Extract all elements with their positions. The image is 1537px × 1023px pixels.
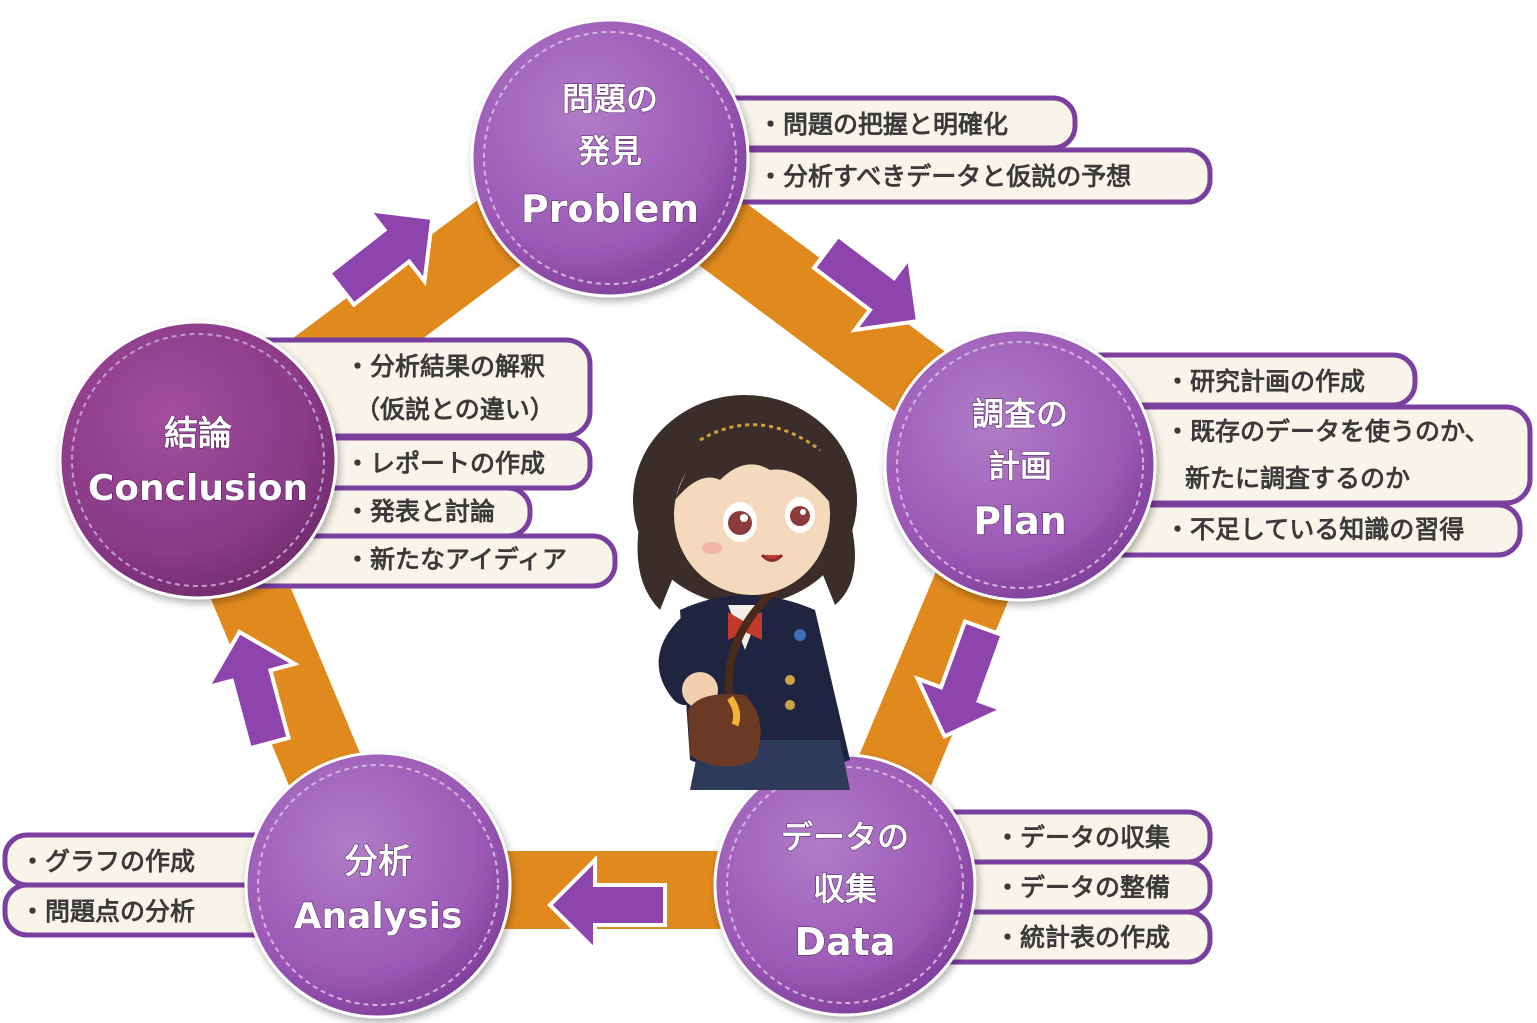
conclusion-item-1: ・分析結果の解釈	[345, 352, 545, 381]
plan-item-3: 新たに調査するのか	[1185, 464, 1410, 493]
node-data-title-2: 収集	[813, 870, 877, 908]
node-analysis-english: Analysis	[294, 896, 463, 937]
student-character-illustration	[633, 395, 857, 790]
node-data-title-1: データの	[781, 818, 909, 856]
analysis-item-2: ・問題点の分析	[20, 897, 195, 926]
arrow-plan-to-data	[913, 618, 1008, 740]
node-analysis: 分析 Analysis	[244, 751, 512, 1019]
conclusion-item-5: ・新たなアイディア	[345, 545, 567, 574]
node-problem-title-2: 発見	[577, 132, 642, 170]
node-problem: 問題の 発見 Problem	[470, 18, 750, 298]
data-item-3: ・統計表の作成	[995, 923, 1170, 952]
node-plan-title-1: 調査の	[972, 395, 1068, 433]
node-analysis-title-1: 分析	[344, 842, 412, 882]
callout-plan: ・研究計画の作成 ・既存のデータを使うのか、 新たに調査するのか ・不足している…	[1077, 352, 1533, 558]
callout-data: ・データの収集 ・データの整備 ・統計表の作成	[902, 809, 1213, 965]
data-item-1: ・データの収集	[995, 823, 1171, 852]
conclusion-item-3: ・レポートの作成	[345, 449, 545, 478]
problem-item-1: ・問題の把握と明確化	[758, 110, 1008, 139]
node-conclusion: 結論 Conclusion	[58, 320, 338, 600]
node-data: データの 収集 Data	[713, 753, 977, 1017]
node-conclusion-english: Conclusion	[88, 468, 308, 509]
arrow-conclusion-to-problem	[326, 207, 435, 308]
node-problem-title-1: 問題の	[562, 80, 658, 118]
plan-item-4: ・不足している知識の習得	[1165, 515, 1464, 544]
callout-problem: ・問題の把握と明確化 ・分析すべきデータと仮説の予想	[667, 95, 1213, 205]
node-data-english: Data	[795, 920, 896, 964]
callout-analysis: ・グラフの作成 ・問題点の分析	[2, 832, 328, 938]
plan-item-1: ・研究計画の作成	[1165, 367, 1365, 396]
conclusion-item-4: ・発表と討論	[345, 497, 496, 526]
data-item-2: ・データの整備	[995, 873, 1170, 902]
problem-item-2: ・分析すべきデータと仮説の予想	[758, 162, 1131, 191]
node-conclusion-title-1: 結論	[164, 414, 232, 454]
analysis-item-1: ・グラフの作成	[20, 847, 195, 876]
conclusion-item-2: （仮説との違い）	[355, 395, 555, 424]
arrow-data-to-analysis	[547, 855, 667, 955]
callout-conclusion: ・分析結果の解釈 （仮説との違い） ・レポートの作成 ・発表と討論 ・新たなアイ…	[227, 337, 618, 589]
arrow-problem-to-plan	[811, 233, 921, 333]
node-plan-english: Plan	[973, 499, 1067, 543]
node-plan: 調査の 計画 Plan	[883, 328, 1157, 602]
plan-item-2: ・既存のデータを使うのか、	[1165, 417, 1490, 446]
node-plan-title-2: 計画	[988, 447, 1052, 485]
arrow-analysis-to-conclusion	[203, 629, 300, 751]
node-problem-english: Problem	[521, 187, 699, 231]
